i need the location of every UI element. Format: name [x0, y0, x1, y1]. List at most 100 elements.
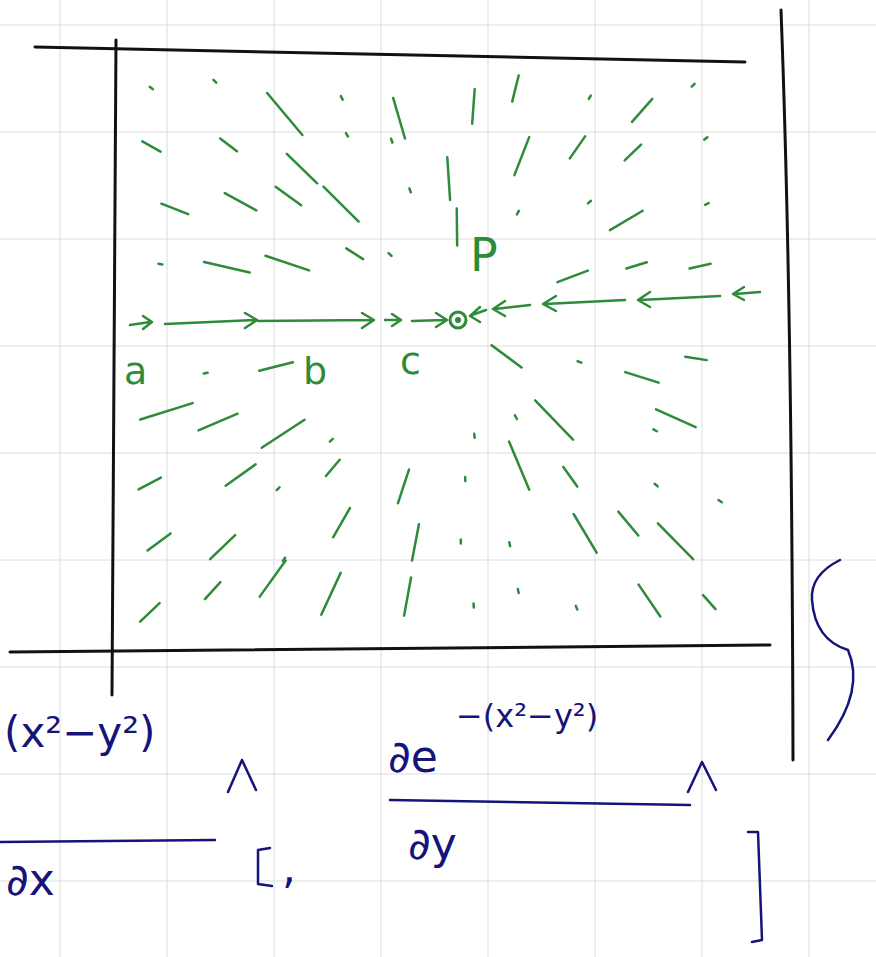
grid-line [60, 0, 61, 957]
field-arrow [412, 313, 447, 327]
field-stroke [563, 467, 577, 487]
math-term: ∂x [6, 858, 55, 902]
field-strokes [139, 76, 722, 622]
grid-line [0, 560, 876, 561]
field-stroke [140, 403, 192, 419]
field-stroke [398, 470, 409, 504]
grid-line [0, 132, 876, 133]
field-stroke [213, 80, 216, 83]
field-arrow [165, 313, 257, 328]
grid-line [381, 0, 382, 957]
field-stroke [226, 464, 256, 485]
field-stroke [626, 262, 646, 268]
axis-arrows [130, 287, 760, 329]
field-arrow [130, 316, 152, 329]
field-stroke [492, 345, 522, 367]
field-stroke [514, 137, 529, 175]
field-stroke [389, 253, 392, 256]
field-stroke [618, 512, 638, 536]
field-stroke [287, 154, 317, 183]
field-arrow [638, 292, 720, 307]
field-stroke [265, 256, 309, 271]
math-strokes [0, 560, 853, 942]
point-label: c [400, 342, 421, 380]
field-stroke [139, 478, 161, 490]
field-stroke [692, 84, 695, 87]
field-stroke [330, 439, 333, 442]
field-stroke [267, 93, 302, 135]
field-stroke [472, 89, 475, 124]
field-stroke [161, 204, 188, 215]
field-stroke [205, 582, 220, 599]
field-stroke [150, 87, 153, 89]
field-stroke [632, 99, 652, 122]
field-stroke [653, 429, 656, 431]
grid-line [0, 881, 876, 882]
field-stroke [455, 209, 458, 246]
paren-mark [812, 560, 853, 740]
field-stroke [576, 606, 578, 610]
field-stroke [704, 137, 707, 139]
bracket-mark [258, 848, 272, 886]
field-stroke [391, 139, 392, 143]
field-stroke [346, 248, 363, 259]
field-stroke [517, 589, 520, 593]
field-stroke [517, 211, 519, 214]
frame-right [781, 10, 793, 760]
field-stroke [140, 603, 159, 621]
field-stroke [276, 187, 302, 206]
field-stroke [393, 98, 405, 139]
point-p [450, 312, 466, 328]
caret-mark [688, 762, 716, 792]
field-stroke [412, 524, 419, 560]
grid-line [0, 667, 876, 668]
field-stroke [535, 400, 573, 439]
field-stroke [346, 133, 348, 136]
grid-line [488, 0, 489, 957]
field-stroke [557, 271, 587, 283]
field-stroke [690, 264, 711, 269]
field-stroke [277, 487, 280, 490]
grid-line [0, 774, 876, 775]
math-term: , [282, 846, 296, 890]
field-stroke [260, 560, 286, 596]
field-stroke [655, 484, 658, 487]
frame-left [112, 40, 116, 695]
field-stroke [589, 96, 591, 99]
field-stroke [719, 500, 722, 502]
field-arrow [470, 307, 486, 322]
field-stroke [460, 539, 463, 543]
field-stroke [333, 508, 350, 537]
field-stroke [321, 573, 340, 615]
field-stroke [705, 203, 709, 205]
field-stroke [262, 420, 305, 448]
field-stroke [610, 211, 643, 230]
field-stroke [220, 139, 237, 152]
grid-line [595, 0, 596, 957]
field-stroke [508, 542, 511, 546]
field-stroke [323, 187, 358, 222]
field-stroke [447, 157, 450, 200]
field-stroke [204, 371, 208, 374]
fraction-bar [0, 840, 215, 842]
field-arrow [385, 314, 401, 326]
caret-mark [228, 760, 256, 792]
point-label: P [470, 232, 498, 278]
math-term: −(x²−y²) [456, 700, 598, 732]
field-stroke [703, 595, 715, 609]
field-stroke [225, 193, 257, 210]
field-stroke [509, 442, 529, 490]
field-stroke [512, 76, 518, 102]
field-stroke [658, 523, 693, 559]
field-stroke [326, 460, 340, 476]
field-stroke [574, 514, 597, 553]
field-stroke [158, 262, 162, 265]
field-arrow [543, 296, 625, 311]
field-stroke [142, 141, 160, 151]
field-stroke [409, 188, 410, 192]
grid-line [0, 453, 876, 454]
field-arrow [493, 301, 530, 316]
